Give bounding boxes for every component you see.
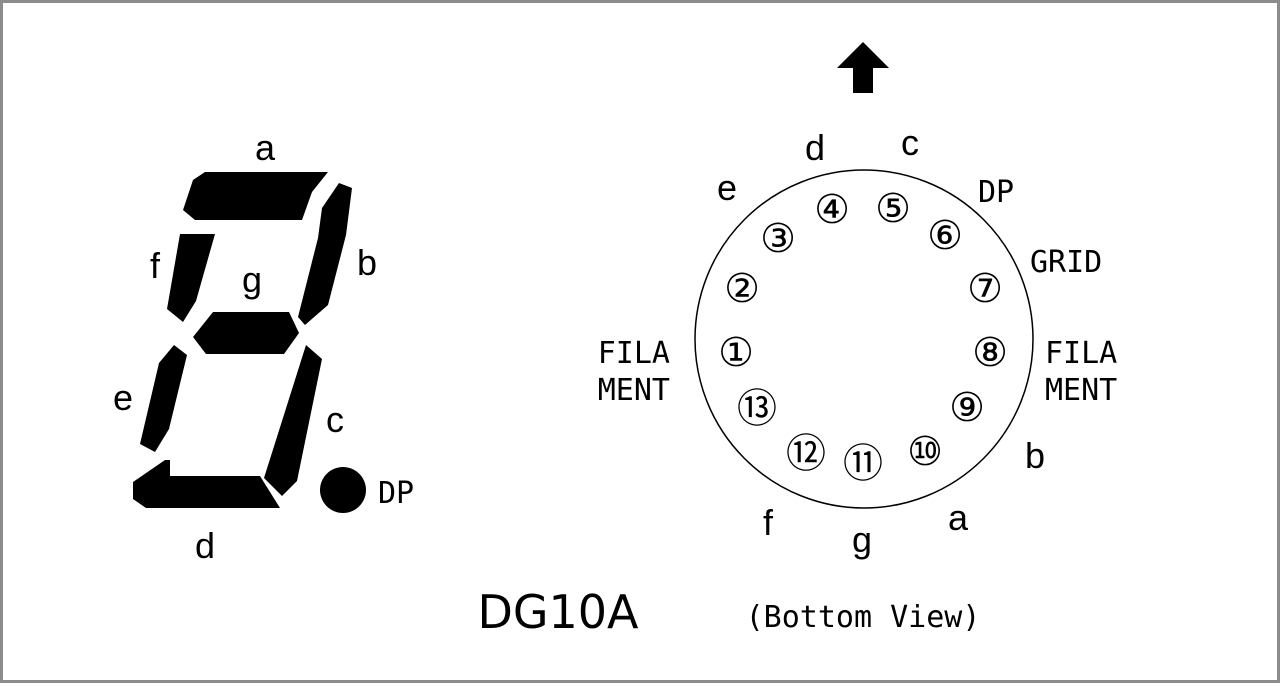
pin-12: ⑫ (786, 431, 826, 477)
segment-f (167, 234, 215, 322)
pin-5: ⑤ (875, 186, 911, 232)
segment-label-g: g (242, 259, 262, 300)
pin-label-grid: GRID (1030, 245, 1102, 280)
segment-dp (320, 467, 366, 513)
pin-label-d: d (805, 127, 825, 168)
segment-b (298, 183, 352, 325)
pin-2: ② (724, 266, 760, 312)
pin-label-g: g (852, 519, 872, 560)
pin-10: ⑩ (907, 429, 943, 475)
tube-base-outline (694, 169, 1034, 509)
pin-11: ⑪ (843, 441, 883, 487)
segment-e (140, 345, 187, 452)
segment-label-f: f (150, 245, 161, 286)
segment-label-c: c (326, 399, 344, 440)
pin-7: ⑦ (967, 266, 1003, 312)
segment-a (183, 172, 328, 220)
pin-label-a: a (948, 497, 969, 538)
pin-13: ⑬ (737, 386, 777, 432)
segment-label-d: d (195, 525, 215, 566)
view-caption: (Bottom View) (746, 600, 981, 635)
pin-1: ① (718, 330, 754, 376)
pin-8: ⑧ (972, 330, 1008, 376)
segment-label-e: e (113, 377, 133, 418)
pin-label-filament-left-line2: MENT (598, 373, 670, 408)
pin-6: ⑥ (927, 213, 963, 259)
segment-g (193, 312, 299, 354)
segment-c (264, 345, 322, 496)
pin-label-dp: DP (978, 175, 1014, 210)
pin-9: ⑨ (949, 385, 985, 431)
model-name: DG10A (477, 585, 639, 639)
segment-label-dp: DP (378, 476, 414, 511)
seven-segment-display: a b c d e f g DP (113, 127, 414, 566)
pin-label-e: e (717, 167, 737, 208)
pin-label-c: c (901, 122, 919, 163)
pin-3: ③ (760, 216, 796, 262)
segment-d (133, 460, 280, 508)
pin-label-filament-right-line1: FILA (1045, 336, 1117, 371)
segment-label-a: a (255, 127, 276, 168)
segment-label-b: b (357, 242, 377, 283)
pin-4: ④ (814, 187, 850, 233)
up-arrow-icon (837, 42, 889, 93)
pin-label-filament-left-line1: FILA (598, 336, 670, 371)
pin-label-filament-right-line2: MENT (1045, 373, 1117, 408)
pin-label-f: f (763, 502, 774, 543)
pin-label-b: b (1025, 435, 1045, 476)
